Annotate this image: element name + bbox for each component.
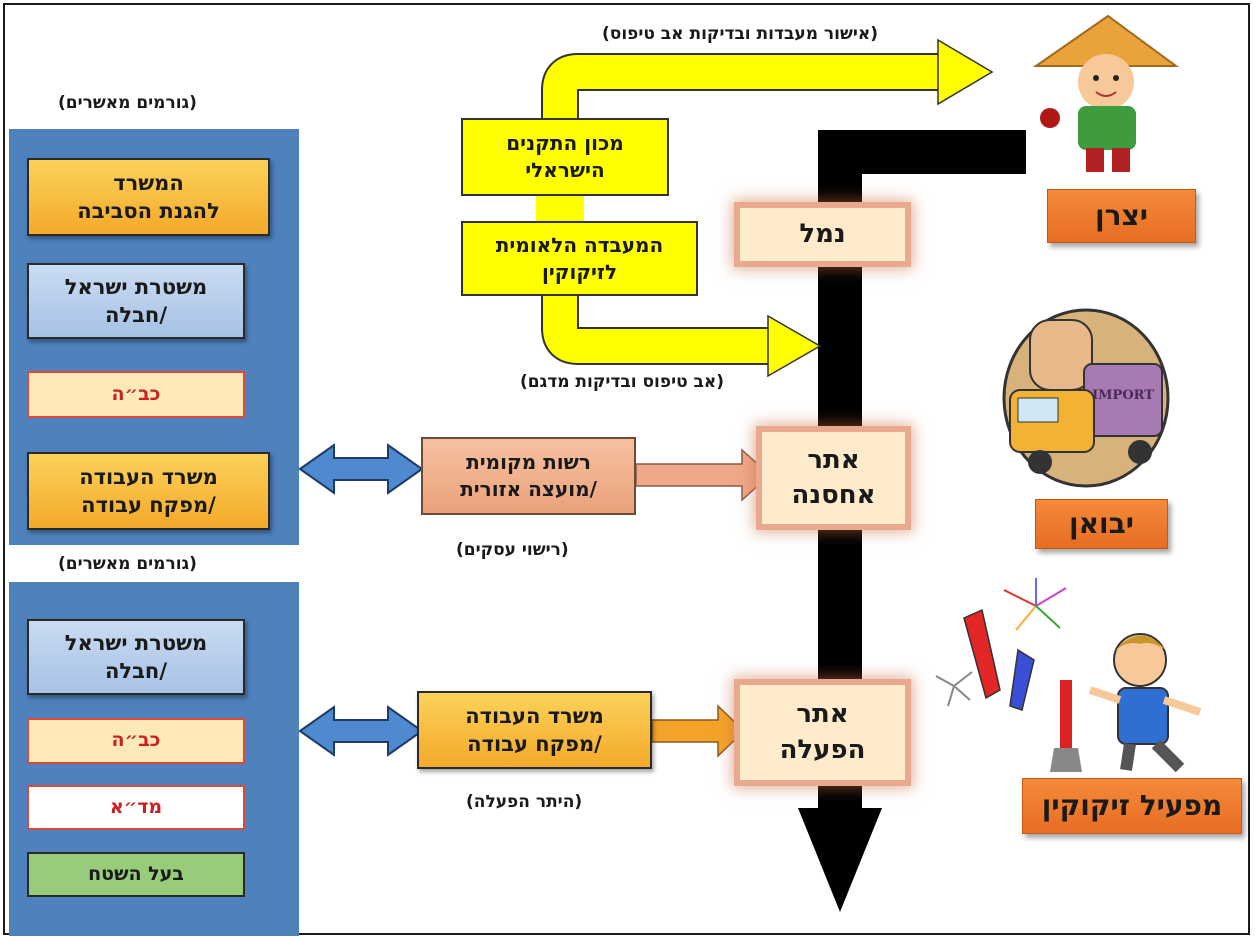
manufacturer-label: יצרן	[1047, 189, 1196, 243]
environment-ministry-box: המשרד להגנת הסביבה	[27, 158, 270, 236]
operator-label: מפעיל זיקוקין	[1022, 778, 1242, 834]
landowner-box: בעל השטח	[27, 852, 245, 897]
local-authority-arrow	[635, 448, 772, 502]
labor-ministry-box-top: משרד העבודה /מפקח עבודה	[27, 452, 270, 530]
operation-permit-caption: (היתר הפעלה)	[466, 792, 583, 812]
labor-ministry-box-center: משרד העבודה /מפקח עבודה	[417, 691, 652, 769]
national-lab-box: המעבדה הלאומית לזיקוקין	[461, 221, 698, 296]
standards-institute-box: מכון התקנים הישראלי	[461, 118, 669, 196]
approvers-label-top: (גורמים מאשרים)	[58, 93, 197, 113]
importer-label: יבואן	[1035, 499, 1168, 549]
manufacturer-figure-icon	[1032, 14, 1180, 172]
storage-site-box: אתר אחסנה	[762, 432, 905, 524]
operation-site-box: אתר הפעלה	[740, 685, 905, 780]
business-license-caption: (רישוי עסקים)	[456, 540, 569, 560]
mda-box: מד״א	[27, 785, 245, 830]
double-arrow-top	[298, 443, 424, 495]
sample-testing-caption: (אב טיפוס ובדיקות מדגם)	[520, 372, 725, 392]
fireworks-operator-icon	[935, 578, 1202, 773]
port-box: נמל	[740, 208, 905, 261]
double-arrow-bottom	[298, 705, 424, 757]
approvers-label-bottom: (גורמים מאשרים)	[58, 554, 197, 574]
fire-service-box-top: כב״ה	[27, 371, 245, 418]
fire-service-box-bottom: כב״ה	[27, 718, 245, 764]
lab-approval-arrows	[536, 38, 994, 378]
importer-truck-icon	[1002, 308, 1170, 488]
import-sign-text: IMPORT	[1092, 388, 1154, 403]
lab-approval-caption: (אישור מעבדות ובדיקות אב טיפוס)	[602, 24, 879, 44]
police-box-top: משטרת ישראל /חבלה	[27, 263, 245, 339]
labor-ministry-arrow	[651, 704, 746, 758]
local-authority-box: רשות מקומית /מועצה אזורית	[421, 437, 636, 515]
police-box-bottom: משטרת ישראל /חבלה	[27, 619, 245, 695]
